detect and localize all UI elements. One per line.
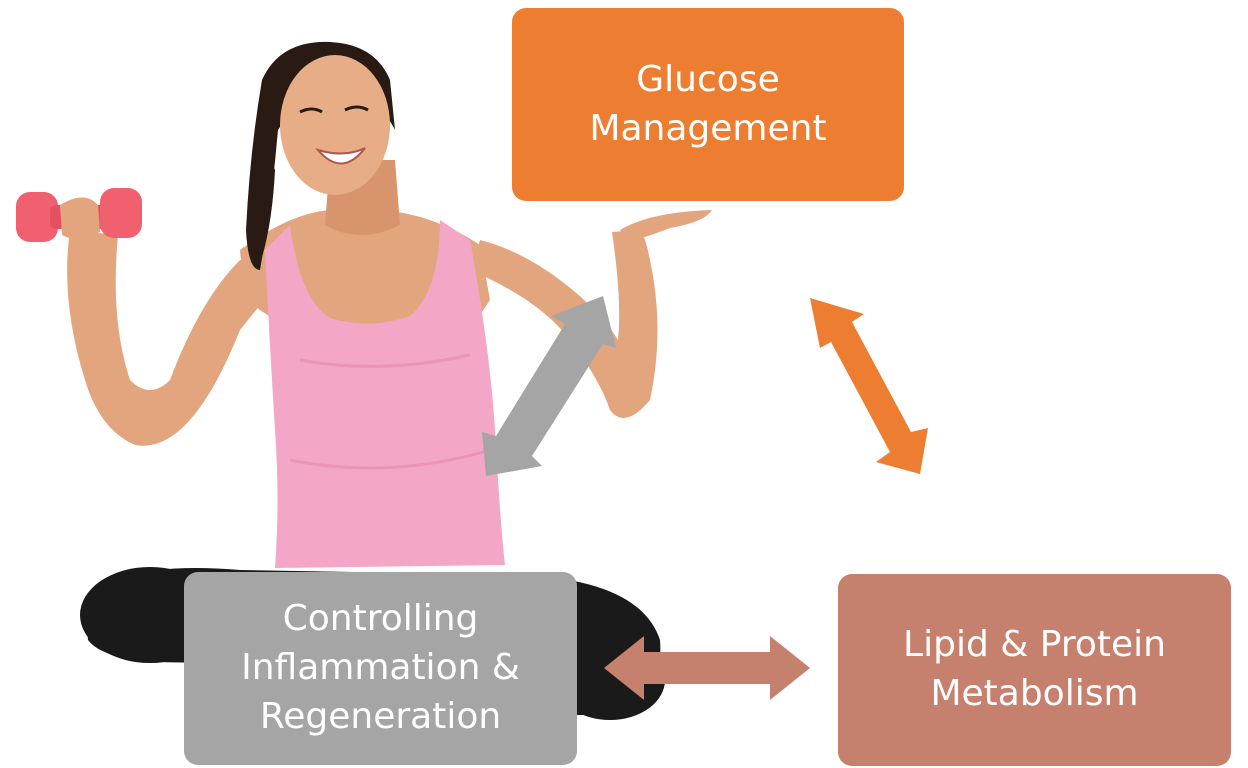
glucose-management-box: Glucose Management <box>512 8 904 201</box>
controlling-inflammation-box: Controlling Inflammation & Regeneration <box>184 572 577 765</box>
arrow-glucose-lipid <box>810 298 928 474</box>
right-arm <box>470 210 712 418</box>
controlling-inflammation-label: Controlling Inflammation & Regeneration <box>241 595 520 742</box>
dumbbell-icon <box>16 188 142 242</box>
face <box>280 55 390 195</box>
lipid-protein-metabolism-label: Lipid & Protein Metabolism <box>903 621 1166 719</box>
glucose-management-label: Glucose Management <box>589 56 826 154</box>
lipid-protein-metabolism-box: Lipid & Protein Metabolism <box>838 574 1231 766</box>
